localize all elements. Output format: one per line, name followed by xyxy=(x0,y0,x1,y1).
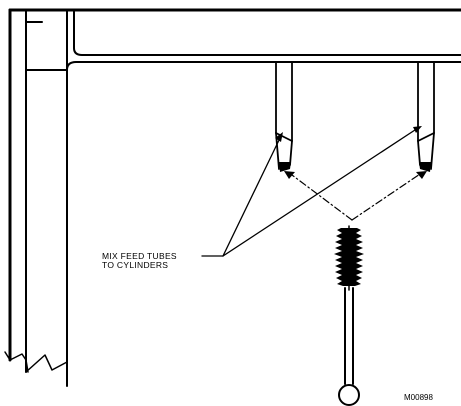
break-lines xyxy=(4,351,68,373)
motion-paths xyxy=(284,171,427,221)
feed-tube-right xyxy=(417,61,435,172)
label-line-1: MIX FEED TUBES xyxy=(102,251,177,261)
brush-icon xyxy=(334,225,364,406)
top-beam xyxy=(8,8,461,71)
drawing-number: M00898 xyxy=(404,393,433,402)
leader-arrows xyxy=(201,126,422,257)
feed-tube-left xyxy=(275,61,293,172)
frame-column xyxy=(8,8,68,387)
label-line-2: TO CYLINDERS xyxy=(102,260,168,270)
callout-label: MIX FEED TUBES TO CYLINDERS xyxy=(102,251,177,270)
